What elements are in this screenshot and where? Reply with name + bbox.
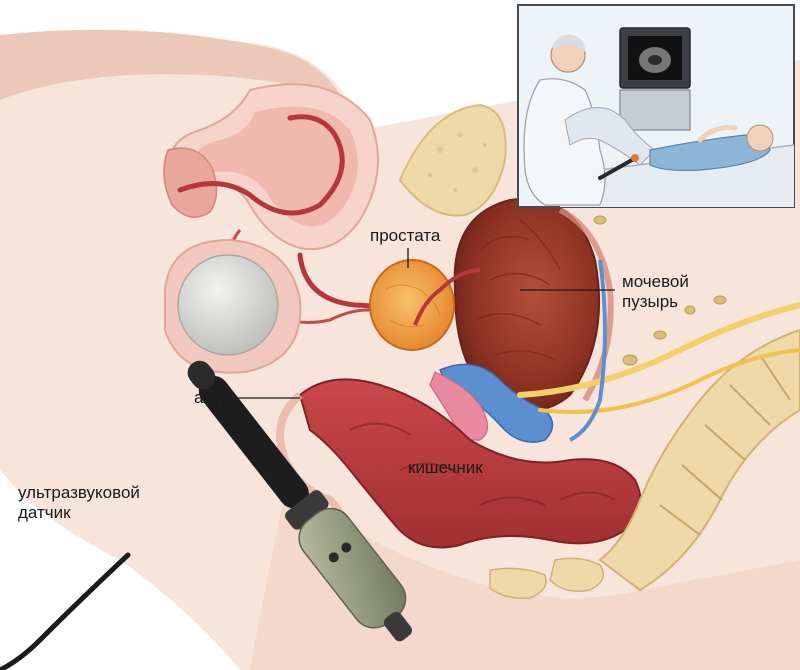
penis-inner <box>195 106 358 227</box>
patient-arm <box>697 125 738 143</box>
patient-body <box>649 134 771 172</box>
coccyx-bones <box>549 557 605 592</box>
glans <box>163 147 218 218</box>
nerve-branch <box>538 348 800 414</box>
bone-texture <box>427 132 487 192</box>
testis <box>177 254 279 356</box>
probe-tip <box>187 360 216 390</box>
vertebra-lines <box>659 354 791 536</box>
patient-legs <box>564 107 656 166</box>
inset-panel <box>517 4 795 208</box>
rectum-folds <box>349 422 616 506</box>
intestine-label: кишечник <box>408 458 483 477</box>
probe-label: ультразвуковой датчик <box>18 483 140 523</box>
patient-head <box>746 124 774 152</box>
ultrasound-probe <box>187 360 412 642</box>
probe-button-1 <box>328 552 339 563</box>
anus-label: анус <box>194 388 230 407</box>
urethra <box>177 114 345 216</box>
seminal-vesicle <box>438 363 554 443</box>
inset-probe <box>598 158 634 180</box>
probe-cable-boot <box>383 611 412 642</box>
ultrasound-machine <box>619 89 691 131</box>
bladder-wall-folds <box>474 219 561 361</box>
ureter <box>569 259 607 442</box>
probe-label-line1: ультразвуковой <box>18 483 140 502</box>
lower-bone <box>489 567 547 600</box>
bladder-label-line1: мочевой <box>622 272 689 291</box>
nerve <box>517 302 800 398</box>
probe-collar <box>285 490 329 530</box>
lymph-nodes <box>593 215 727 366</box>
bladder-label: мочевой пузырь <box>622 272 689 312</box>
pubic-bone <box>398 103 507 217</box>
prostate <box>369 259 455 351</box>
probe-button-2 <box>341 542 352 553</box>
prostate-label: простата <box>370 226 441 245</box>
probe-label-line2: датчик <box>18 503 71 522</box>
urethra-through-prostate <box>413 268 481 326</box>
probe-shaft <box>198 375 309 509</box>
bladder-label-line2: пузырь <box>622 292 679 311</box>
probe-cable <box>0 552 131 670</box>
sacrum <box>598 328 800 592</box>
prostate-texture <box>384 284 441 328</box>
seminal-vesicle-pink <box>429 371 489 441</box>
doctor-hair <box>552 34 586 52</box>
upper-skin-shadow <box>0 29 340 100</box>
